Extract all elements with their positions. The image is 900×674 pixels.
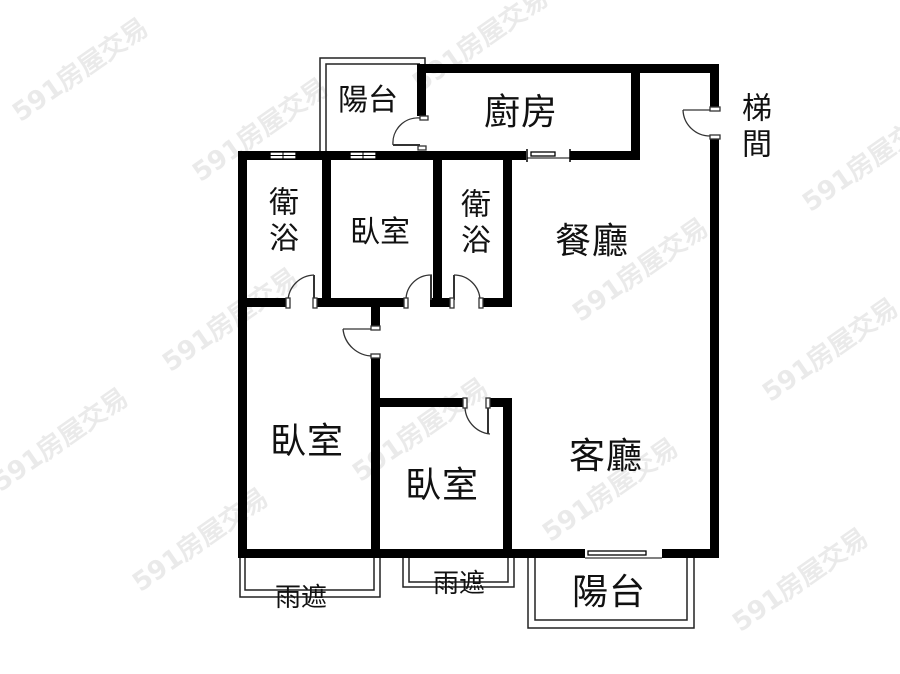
room-label-canopy-middle: 雨遮 (433, 569, 486, 599)
room-label-bedroom-top: 臥室 (350, 215, 410, 250)
room-label-kitchen: 廚房 (484, 92, 559, 133)
room-label-living-room: 客廳 (569, 436, 644, 477)
room-label-balcony-top: 陽台 (338, 83, 398, 118)
room-label-canopy-left: 雨遮 (275, 583, 328, 613)
room-label-dining-room: 餐廳 (555, 221, 630, 262)
room-label-bathroom-right: 衛浴 (455, 188, 490, 260)
bottom-outlines (239, 558, 695, 629)
room-label-bedroom-left: 臥室 (270, 421, 345, 462)
windows (269, 149, 662, 559)
room-label-bathroom-left: 衛浴 (263, 186, 298, 258)
room-label-bedroom-bottom: 臥室 (405, 465, 480, 506)
room-label-stairwell: 梯間 (736, 92, 771, 164)
doors (285, 106, 721, 435)
room-label-balcony-bottom: 陽台 (572, 572, 647, 613)
interior-walls (238, 151, 512, 556)
balcony-top-outline (319, 57, 426, 155)
exterior-walls (238, 64, 719, 558)
